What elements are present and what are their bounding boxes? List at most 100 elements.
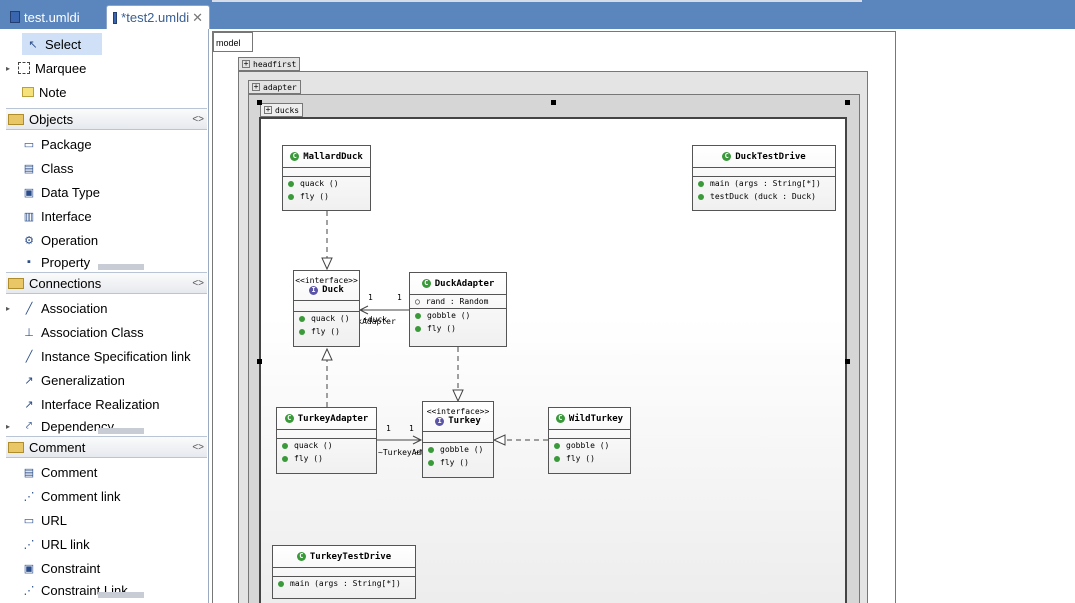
association-arrowhead — [358, 305, 369, 315]
diagram-canvas[interactable]: model +headfirst +adapter +ducks 1 1 +du… — [210, 29, 1075, 603]
datatype-icon: ▣ — [23, 186, 35, 199]
operation[interactable]: gobble () — [410, 309, 506, 322]
palette-interface-realization-tool[interactable]: ↗ Interface Realization — [22, 393, 208, 415]
close-icon[interactable]: ✕ — [192, 9, 203, 25]
palette-label: Interface Realization — [41, 396, 160, 412]
pin-icon[interactable]: <> — [192, 113, 204, 125]
operation[interactable]: fly () — [277, 452, 376, 465]
palette-label: Class — [41, 160, 74, 176]
palette-interface-tool[interactable]: ▥Interface — [22, 205, 208, 227]
expand-arrow-icon[interactable]: ▸ — [6, 421, 11, 431]
connections-scroll-indicator[interactable] — [98, 428, 144, 434]
selection-handle[interactable] — [257, 359, 262, 364]
pin-icon[interactable]: <> — [192, 441, 204, 453]
palette-dependency-tool[interactable]: ▸ ⤤ Dependency — [6, 417, 206, 435]
palette-comment-link-tool[interactable]: ⋰Comment link — [22, 485, 208, 507]
operation[interactable]: main (args : String[*]) — [693, 177, 835, 190]
expand-arrow-icon[interactable]: ▸ — [6, 303, 11, 313]
package-tab-headfirst[interactable]: +headfirst — [238, 57, 301, 71]
pin-icon[interactable]: <> — [192, 277, 204, 289]
attribute[interactable]: ○rand : Random — [410, 295, 506, 309]
palette-url-link-tool[interactable]: ⋰URL link — [22, 533, 208, 555]
objects-scroll-indicator[interactable] — [98, 264, 144, 270]
palette-select-tool[interactable]: ↖ Select — [22, 33, 102, 55]
operation[interactable]: fly () — [549, 452, 630, 465]
dependency-icon: ⤤ — [25, 419, 33, 432]
package-name: headfirst — [253, 59, 297, 69]
stereotype: <<interface>> — [426, 407, 490, 416]
palette-comment-tool[interactable]: ▤Comment — [22, 461, 208, 483]
palette-package-tool[interactable]: ▭Package — [22, 133, 208, 155]
drawer-comment[interactable]: Comment <> — [6, 436, 207, 458]
palette-constraint-tool[interactable]: ▣Constraint — [22, 557, 208, 579]
class-name: DuckTestDrive — [735, 151, 806, 162]
palette-property-tool[interactable]: ▪Property — [22, 253, 208, 271]
drawer-title: Connections — [29, 275, 102, 291]
palette-label: Property — [41, 254, 91, 270]
diagram-file-icon — [10, 11, 20, 23]
package-tab-adapter[interactable]: +adapter — [248, 80, 301, 94]
selection-handle[interactable] — [845, 100, 850, 105]
palette-label: Instance Specification link — [41, 348, 191, 364]
palette-class-tool[interactable]: ▤ Class — [22, 157, 208, 179]
marquee-icon — [18, 62, 30, 74]
operation[interactable]: fly () — [294, 325, 359, 338]
operation[interactable]: testDuck (duck : Duck) — [693, 190, 835, 203]
palette-operation-tool[interactable]: ⚙Operation — [22, 229, 208, 251]
operation[interactable]: fly () — [423, 456, 493, 469]
realization-icon: ↗ — [24, 398, 34, 411]
drawer-objects[interactable]: Objects <> — [6, 108, 207, 130]
operation[interactable]: main (args : String[*]) — [273, 577, 415, 590]
package-name: ducks — [275, 105, 300, 115]
package-tab-ducks[interactable]: +ducks — [260, 103, 304, 117]
class-icon: ▤ — [23, 162, 35, 175]
operation[interactable]: quack () — [294, 312, 359, 325]
class-icon: C — [722, 152, 732, 161]
role-label: ~TurkeyAdapter — [378, 448, 446, 457]
palette-association-class-tool[interactable]: ⊥Association Class — [22, 321, 208, 343]
tab-test-umldi[interactable]: test.umldi — [4, 5, 86, 29]
drawer-connections[interactable]: Connections <> — [6, 272, 207, 294]
palette-note-tool[interactable]: Note — [22, 81, 208, 103]
palette-label: Dependency — [41, 418, 114, 434]
selection-handle[interactable] — [845, 359, 850, 364]
folder-icon — [8, 113, 24, 125]
expand-icon[interactable]: + — [252, 82, 260, 91]
selection-handle[interactable] — [257, 100, 262, 105]
palette-url-tool[interactable]: ▭URL — [22, 509, 208, 531]
palette-label: Generalization — [41, 372, 125, 388]
interface-icon: ▥ — [23, 210, 35, 223]
class-name: Duck — [322, 285, 344, 295]
palette-instance-link-tool[interactable]: ╱Instance Specification link — [22, 345, 208, 367]
interface-icon: I — [309, 286, 319, 295]
operation[interactable]: quack () — [283, 177, 370, 190]
selection-handle[interactable] — [551, 100, 556, 105]
comment-scroll-indicator[interactable] — [98, 592, 144, 598]
association-arrowhead — [412, 435, 423, 445]
operation[interactable]: quack () — [277, 439, 376, 452]
palette-datatype-tool[interactable]: ▣Data Type — [22, 181, 208, 203]
tab-test2-umldi[interactable]: *test2.umldi ✕ — [106, 5, 210, 29]
expand-icon[interactable]: + — [264, 105, 272, 114]
diagram-file-icon — [113, 11, 118, 24]
expand-icon[interactable]: + — [242, 59, 250, 68]
operation[interactable]: fly () — [410, 322, 506, 335]
palette-label: Marquee — [35, 60, 87, 76]
operation[interactable]: gobble () — [549, 439, 630, 452]
palette-label: Select — [45, 36, 82, 52]
palette-marquee-tool[interactable]: ▸ Marquee — [6, 57, 206, 79]
palette-association-tool[interactable]: ▸╱Association — [6, 297, 206, 319]
operation[interactable]: gobble () — [423, 443, 493, 456]
palette-generalization-tool[interactable]: ↗Generalization — [22, 369, 208, 391]
role-label: ~DuckAdapter — [338, 317, 396, 326]
operation[interactable]: fly () — [283, 190, 370, 203]
expand-arrow-icon[interactable]: ▸ — [6, 63, 11, 73]
